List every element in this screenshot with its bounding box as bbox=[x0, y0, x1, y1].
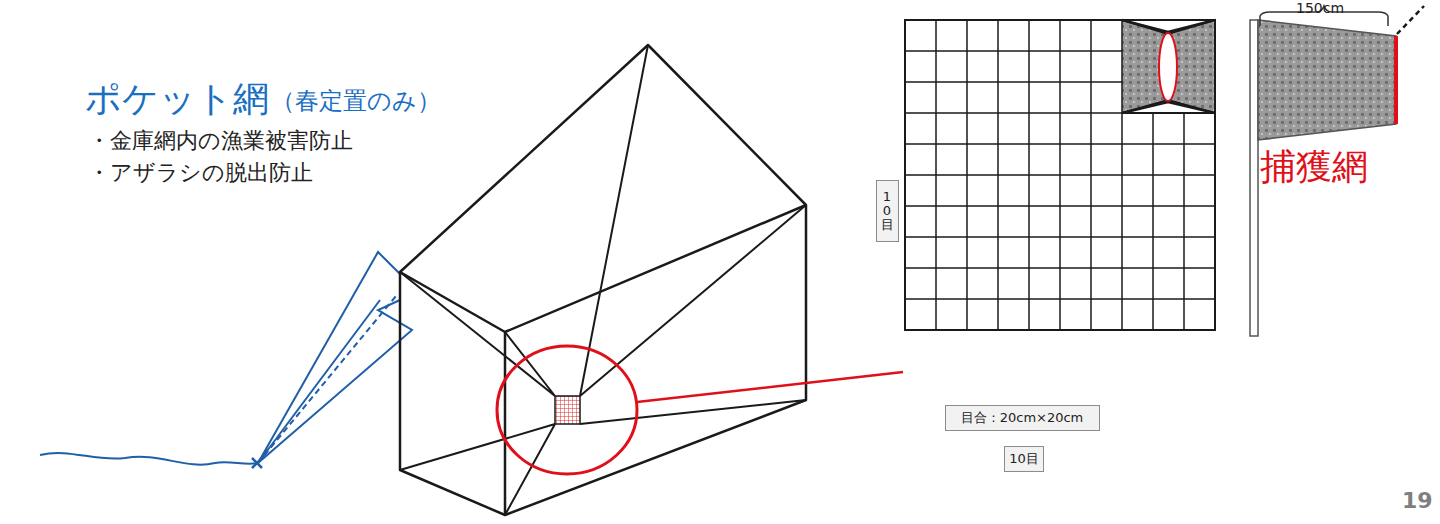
grid-line bbox=[1121, 113, 1123, 330]
grid-line bbox=[905, 112, 1122, 114]
catch-opening-part bbox=[1122, 20, 1215, 113]
vertical-count-box: 10目 bbox=[876, 180, 899, 242]
grid-line bbox=[905, 298, 1215, 300]
dimension-box: 10目 bbox=[1004, 446, 1044, 472]
dimension-label: 150cm bbox=[1296, 0, 1344, 16]
net-bag bbox=[1258, 20, 1396, 140]
grid-line bbox=[1152, 113, 1154, 330]
grid-line bbox=[905, 81, 1122, 83]
box-text: 10目 bbox=[1009, 450, 1039, 468]
catch-opening bbox=[1122, 20, 1215, 113]
bullet-note: ・金庫網内の漁業被害防止 bbox=[88, 128, 353, 153]
grid-line bbox=[905, 174, 1215, 176]
draw-string bbox=[1397, 6, 1424, 34]
grid-line bbox=[905, 50, 1122, 52]
opening-ring bbox=[1159, 33, 1177, 101]
box-net bbox=[400, 45, 806, 515]
callout-leader bbox=[637, 372, 903, 402]
dimension-box: 目合：20cm×20cm bbox=[945, 405, 1100, 431]
grid-border bbox=[905, 20, 1215, 330]
grid-line bbox=[905, 267, 1215, 269]
net-head bbox=[252, 458, 262, 468]
section-title: ポケット網 bbox=[85, 78, 269, 119]
mesh-grid bbox=[905, 20, 1215, 330]
box-front-edges bbox=[400, 205, 806, 515]
catch-opening-part bbox=[1122, 20, 1215, 113]
callout-circle bbox=[497, 346, 637, 474]
bag-opening bbox=[1394, 36, 1398, 124]
box-text: 目合：20cm×20cm bbox=[961, 409, 1084, 427]
pocket-net bbox=[40, 252, 412, 468]
center-mesh bbox=[555, 396, 580, 424]
net-axis bbox=[258, 296, 396, 463]
net-cone bbox=[258, 252, 412, 463]
bullet-note: ・アザラシの脱出防止 bbox=[88, 160, 313, 185]
catch-opening-part bbox=[1122, 20, 1215, 113]
grid-line bbox=[905, 205, 1215, 207]
box-funnel bbox=[400, 45, 806, 515]
title-note: （春定置のみ） bbox=[271, 88, 441, 116]
box-text: 10目 bbox=[881, 190, 894, 233]
grid-line bbox=[1183, 113, 1185, 330]
capture-net bbox=[1250, 6, 1424, 336]
rope bbox=[40, 453, 258, 465]
page-number: 19 bbox=[1402, 488, 1433, 513]
grid-line bbox=[905, 236, 1215, 238]
pole bbox=[1250, 20, 1258, 336]
grid-line bbox=[905, 143, 1215, 145]
part-name: 捕獲網 bbox=[1260, 146, 1368, 187]
box-outline bbox=[400, 45, 806, 515]
